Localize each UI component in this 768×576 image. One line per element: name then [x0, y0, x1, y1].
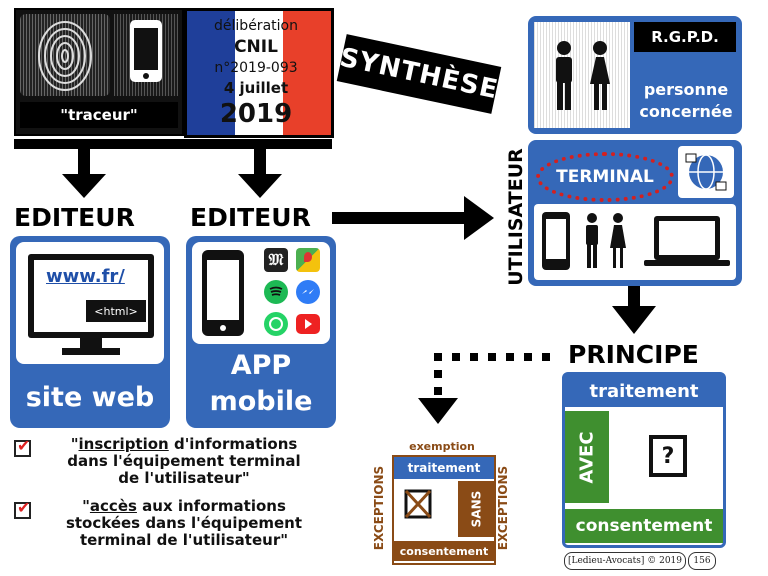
arrow-to-user-shaft: [332, 212, 466, 224]
exceptions-right-label: EXCEPTIONS: [496, 465, 510, 551]
dotted-line-dot-1: [434, 353, 442, 361]
spotify-app-icon: [264, 280, 288, 304]
check-2-line3: terminal de l'utilisateur": [79, 531, 289, 549]
whatsapp-app-icon: [264, 312, 288, 336]
rgpd-badge: R.G.P.D.: [634, 22, 736, 52]
cnil-line3: n°2019-093: [214, 60, 298, 76]
persons-box: [534, 22, 630, 128]
exceptions-box: traitement SANS consentement: [392, 455, 496, 565]
arrow-exceptions-head: [418, 398, 458, 424]
terminal-panel: TERMINAL: [528, 140, 742, 286]
site-web-panel: www.fr/ <html> site web: [10, 236, 170, 428]
principe-traitement: traitement: [565, 375, 723, 407]
rgpd-panel: R.G.P.D. personne concernée: [528, 16, 742, 134]
question-icon: ?: [649, 435, 687, 477]
principe-box: traitement AVEC ? consentement: [562, 372, 726, 548]
check-box-1: [14, 436, 31, 457]
check-2-quote: ": [82, 497, 90, 515]
smartphone-image: [114, 14, 178, 96]
check-1-underlined: inscription: [78, 435, 169, 453]
maps-app-icon: [296, 248, 320, 272]
exceptions-consentement: consentement: [394, 541, 494, 561]
arrow-down-left-head: [62, 174, 106, 198]
synthese-tag: SYNTHÈSE: [336, 34, 502, 114]
devices-icon: [542, 212, 730, 270]
top-connector-bar: [14, 139, 332, 149]
check-2-underlined: accès: [89, 497, 137, 515]
arrow-principe-head: [612, 306, 656, 334]
arrow-down-right-head: [238, 174, 282, 198]
check-1-quote: ": [70, 435, 79, 453]
check-2-line1: aux informations: [136, 497, 286, 515]
dotted-line-dot-2: [452, 353, 460, 361]
exceptions-left-label: EXCEPTIONS: [372, 465, 386, 551]
cnil-block: délibération CNIL n°2019-093 4 juillet 2…: [184, 8, 334, 138]
devices-box: [534, 204, 736, 280]
exemption-label: exemption: [409, 440, 475, 453]
dotted-line-dot-4: [488, 353, 496, 361]
site-web-label: site web: [25, 381, 155, 413]
exceptions-traitement: traitement: [394, 457, 494, 479]
cnil-line2: CNIL: [234, 37, 278, 57]
check-1-line1: d'informations: [168, 435, 298, 453]
sans-text: SANS: [469, 490, 483, 528]
traceur-block: "traceur": [14, 8, 184, 136]
arrow-down-left: [78, 149, 90, 179]
lemonde-app-icon: 𝔐: [264, 248, 288, 272]
network-icon-box: [678, 146, 734, 198]
flag-red: [283, 11, 331, 135]
editeur-right-label: EDITEUR: [190, 203, 311, 232]
footer-credit: [Ledieu-Avocats] © 2019: [564, 552, 686, 570]
check-text-1: "inscription d'informations dans l'équip…: [34, 436, 334, 487]
utilisateur-label: UTILISATEUR: [505, 148, 527, 286]
app-mobile-panel: 𝔐 APP mobile: [186, 236, 336, 428]
messenger-app-icon: [296, 280, 320, 304]
arrow-down-right: [254, 149, 266, 179]
dotted-line-dot-8: [434, 370, 442, 378]
phone-icon: [202, 250, 244, 336]
check-text-2: "accès aux informations stockées dans l'…: [34, 498, 334, 549]
dotted-line-dot-5: [506, 353, 514, 361]
fingerprint-icon: [38, 21, 92, 91]
cnil-line4: 4 juillet: [223, 79, 289, 97]
editeur-left-label: EDITEUR: [14, 203, 135, 232]
traceur-label: "traceur": [20, 102, 178, 128]
globe-network-icon: [685, 153, 727, 191]
app-label-line2: mobile: [209, 385, 313, 417]
persons-icon: [556, 41, 610, 110]
app-mobile-inner: 𝔐: [192, 242, 330, 344]
site-url: www.fr/: [46, 266, 125, 287]
flag-blue: [187, 11, 235, 135]
exceptions-sans: SANS: [458, 481, 494, 537]
principe-consentement: consentement: [565, 509, 723, 543]
arrow-principe-shaft: [628, 286, 640, 310]
dotted-line-dot-6: [524, 353, 532, 361]
check-2-line2: stockées dans l'équipement: [65, 514, 303, 532]
cnil-line5: 2019: [219, 99, 293, 129]
principe-avec: AVEC: [565, 411, 609, 503]
youtube-app-icon: [296, 314, 320, 334]
terminal-label: TERMINAL: [536, 152, 674, 202]
fingerprint-image: [20, 14, 110, 96]
personne-line2: concernée: [639, 101, 733, 121]
check-1-line3: de l'utilisateur": [118, 469, 250, 487]
dotted-line-dot-9: [434, 387, 442, 395]
check-box-2: [14, 498, 31, 519]
check-1-line2: dans l'équipement terminal: [67, 452, 301, 470]
html-tag: <html>: [86, 300, 146, 322]
crossed-box-icon: [404, 489, 432, 519]
principe-title: PRINCIPE: [568, 340, 699, 369]
avec-text: AVEC: [576, 430, 598, 484]
site-web-inner: www.fr/ <html>: [16, 242, 164, 364]
smartphone-icon: [130, 20, 162, 82]
flag-white: [235, 11, 283, 135]
cnil-line1: délibération: [214, 18, 298, 34]
dotted-line-dot-3: [470, 353, 478, 361]
arrow-to-user-head: [464, 196, 494, 240]
app-label-line1: APP: [230, 349, 292, 381]
footer-page: 156: [688, 552, 716, 570]
personne-line1: personne: [643, 79, 729, 99]
dotted-line-dot-7: [542, 353, 550, 361]
